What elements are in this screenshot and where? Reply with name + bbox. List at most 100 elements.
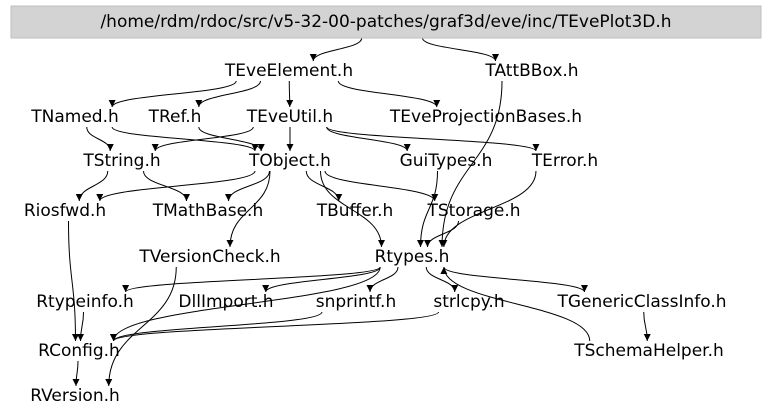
arrowhead-terror-to-rtypes	[440, 240, 448, 247]
arrowhead-tschemahelper-to-rtypes	[440, 267, 448, 274]
arrowhead-strlcpy-to-rconfig	[110, 334, 118, 341]
node-rtypes[interactable]: Rtypes.h	[375, 247, 450, 267]
edge-tobject-to-rtypes	[320, 170, 382, 248]
arrowhead-tobject-to-tmathbase	[225, 194, 232, 201]
node-snprintf[interactable]: snprintf.h	[316, 292, 397, 312]
arrowhead-tnamed-to-tstring	[106, 144, 114, 151]
arrowhead-tstorage-to-rtypes	[424, 240, 431, 247]
edge-tversioncheck-to-rversion	[108, 266, 177, 387]
node-guitypes[interactable]: GuiTypes.h	[400, 151, 493, 171]
node-label-rconfig: RConfig.h	[38, 341, 120, 361]
node-tgenericclassinfo[interactable]: TGenericClassInfo.h	[556, 292, 726, 312]
node-label-tstorage: TStorage.h	[426, 201, 520, 221]
arrowhead-teveutil-to-tstring	[151, 144, 159, 151]
edge-root-to-tattbbox	[422, 37, 496, 62]
node-strlcpy[interactable]: strlcpy.h	[433, 292, 504, 312]
node-tmathbase[interactable]: TMathBase.h	[152, 201, 263, 221]
arrowhead-root-to-teveelement	[309, 54, 317, 61]
node-label-tnamed: TNamed.h	[30, 107, 119, 127]
edge-rtypes-to-tgenericclassinfo	[443, 266, 585, 293]
node-label-teveelement: TEveElement.h	[224, 61, 353, 81]
edge-tschemahelper-to-rtypes	[443, 266, 591, 342]
node-teveelement[interactable]: TEveElement.h	[224, 61, 353, 81]
node-label-strlcpy: strlcpy.h	[433, 292, 504, 312]
arrowhead-teveelement-to-teveprojectionbases	[433, 100, 441, 107]
edge-rtypes-to-dllimport	[265, 266, 381, 293]
arrowhead-tobject-to-tversioncheck	[226, 240, 234, 247]
edge-strlcpy-to-rconfig	[113, 311, 440, 342]
node-label-tschemahelper: TSchemaHelper.h	[573, 341, 724, 361]
arrowhead-riosfwd-to-rconfig	[72, 334, 79, 341]
edge-teveelement-to-tnamed	[111, 80, 237, 108]
arrowhead-tobject-to-riosfwd	[96, 194, 104, 201]
node-root[interactable]: /home/rdm/rdoc/src/v5-32-00-patches/graf…	[10, 5, 762, 39]
edge-riosfwd-to-rconfig	[68, 220, 76, 342]
node-tobject[interactable]: TObject.h	[248, 151, 331, 171]
node-tnamed[interactable]: TNamed.h	[30, 107, 119, 127]
edge-rtypes-to-rtypeinfo	[125, 266, 381, 293]
edge-terror-to-rtypes	[443, 170, 537, 248]
node-riosfwd[interactable]: Riosfwd.h	[24, 201, 106, 221]
arrowhead-teveelement-to-tnamed	[108, 100, 116, 107]
node-tschemahelper[interactable]: TSchemaHelper.h	[573, 341, 724, 361]
arrowhead-teveutil-to-terror	[532, 144, 540, 151]
arrowhead-tstring-to-riosfwd	[75, 194, 83, 201]
edge-tnamed-to-tobject	[111, 126, 256, 152]
arrowhead-rtypes-to-snprintf	[366, 285, 374, 292]
node-tstring[interactable]: TString.h	[82, 151, 160, 171]
node-label-terror: TError.h	[531, 151, 598, 171]
arrowhead-tversioncheck-to-rversion	[105, 379, 113, 386]
node-label-snprintf: snprintf.h	[316, 292, 397, 312]
arrowhead-tstring-to-tmathbase	[183, 194, 190, 201]
node-rconfig[interactable]: RConfig.h	[38, 341, 120, 361]
arrowhead-rconfig-to-rversion	[72, 379, 80, 386]
arrowhead-teveelement-to-tref	[195, 100, 203, 107]
node-label-tobject: TObject.h	[248, 151, 331, 171]
node-tbuffer[interactable]: TBuffer.h	[316, 201, 394, 221]
arrowhead-rtypes-to-rtypeinfo	[122, 285, 130, 292]
node-label-teveprojectionbases: TEveProjectionBases.h	[389, 107, 582, 127]
node-label-tgenericclassinfo: TGenericClassInfo.h	[556, 292, 726, 312]
arrowhead-rtypes-to-strlcpy	[451, 285, 459, 292]
node-label-tref: TRef.h	[148, 107, 202, 127]
node-label-tbuffer: TBuffer.h	[316, 201, 394, 221]
node-terror[interactable]: TError.h	[531, 151, 598, 171]
node-label-teveutil: TEveUtil.h	[246, 107, 333, 127]
arrowhead-rtypes-to-tgenericclassinfo	[581, 285, 588, 292]
edge-tref-to-tobject	[198, 126, 262, 152]
arrowhead-tobject-to-tbuffer	[335, 194, 343, 201]
edge-tobject-to-tversioncheck	[229, 170, 271, 248]
node-label-tversioncheck: TVersionCheck.h	[138, 247, 280, 267]
node-rversion[interactable]: RVersion.h	[30, 386, 120, 406]
arrowhead-tobject-to-tstorage	[431, 194, 439, 201]
node-rtypeinfo[interactable]: Rtypeinfo.h	[36, 292, 134, 312]
node-teveutil[interactable]: TEveUtil.h	[246, 107, 333, 127]
node-teveprojectionbases[interactable]: TEveProjectionBases.h	[389, 107, 582, 127]
node-tref[interactable]: TRef.h	[148, 107, 202, 127]
node-label-rversion: RVersion.h	[30, 386, 120, 406]
edge-rtypes-to-rconfig	[113, 266, 381, 342]
edge-teveutil-to-tstring	[154, 126, 254, 152]
node-dllimport[interactable]: DllImport.h	[178, 292, 273, 312]
node-tattbbox[interactable]: TAttBBox.h	[484, 61, 578, 81]
node-label-rtypes: Rtypes.h	[375, 247, 450, 267]
edge-tobject-to-tstorage	[324, 170, 436, 202]
node-tstorage[interactable]: TStorage.h	[426, 201, 520, 221]
root-node-label: /home/rdm/rdoc/src/v5-32-00-patches/graf…	[100, 12, 671, 32]
node-label-dllimport: DllImport.h	[178, 292, 273, 312]
edge-layer	[68, 37, 651, 387]
node-label-rtypeinfo: Rtypeinfo.h	[36, 292, 134, 312]
edge-guitypes-to-rtypes	[420, 170, 438, 248]
node-tversioncheck[interactable]: TVersionCheck.h	[138, 247, 280, 267]
arrowhead-rtypeinfo-to-rconfig	[77, 334, 84, 341]
node-layer: /home/rdm/rdoc/src/v5-32-00-patches/graf…	[10, 5, 762, 406]
arrowhead-guitypes-to-rtypes	[417, 240, 424, 247]
node-label-riosfwd: Riosfwd.h	[24, 201, 106, 221]
node-label-tattbbox: TAttBBox.h	[484, 61, 578, 81]
root-node-box	[10, 5, 762, 39]
edge-tattbbox-to-rtypes	[441, 80, 503, 248]
arrowhead-teveutil-to-guitypes	[403, 144, 411, 151]
node-label-guitypes: GuiTypes.h	[400, 151, 493, 171]
edge-teveutil-to-terror	[326, 126, 537, 152]
